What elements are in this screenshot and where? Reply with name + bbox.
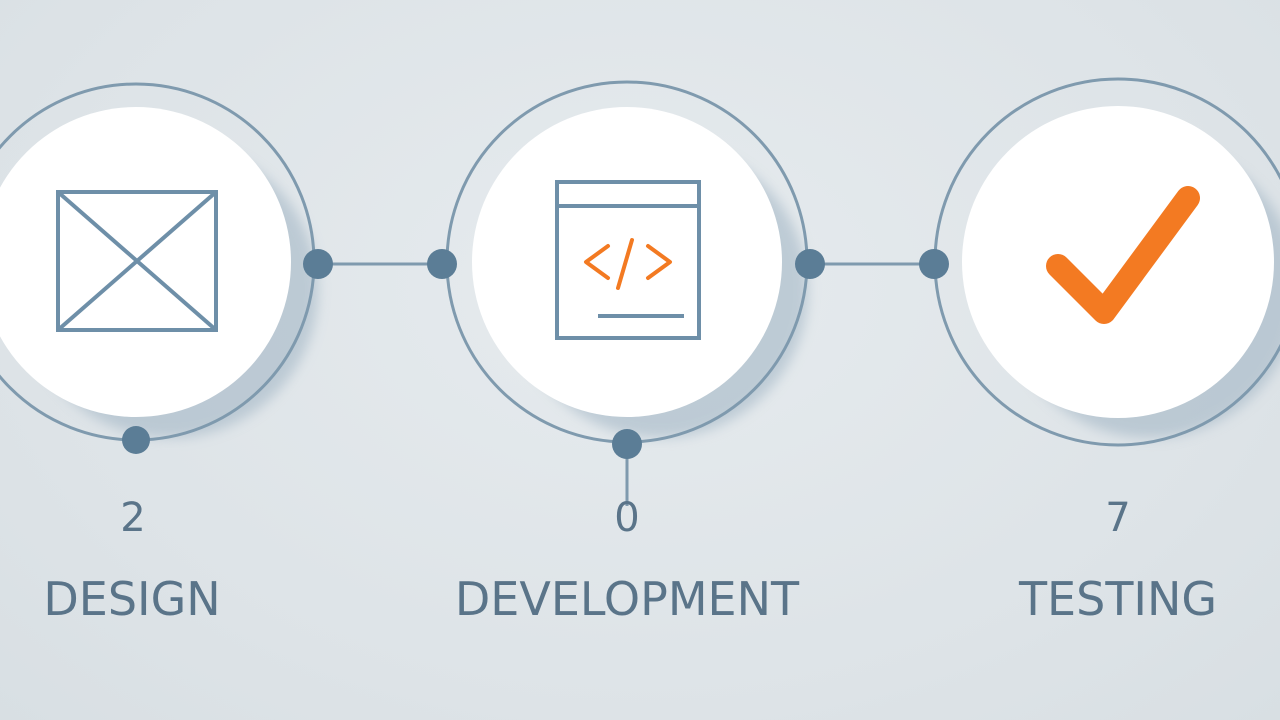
step-testing-node-left (919, 249, 949, 279)
step-design-count: 2 (120, 495, 146, 541)
checkmark-icon (1046, 186, 1200, 324)
wireframe-icon (56, 190, 218, 332)
step-development-count: 0 (614, 495, 640, 541)
step-design-circle (0, 107, 291, 417)
step-design-node-right (303, 249, 333, 279)
code-window-icon (555, 180, 701, 340)
step-design-label: DESIGN (43, 572, 221, 626)
step-testing-label: TESTING (1018, 572, 1218, 626)
step-development-node-right (795, 249, 825, 279)
step-design (0, 82, 333, 454)
step-development-node-left (427, 249, 457, 279)
step-development-node-bottom (612, 429, 642, 459)
step-testing-circle (962, 106, 1274, 418)
step-testing-count: 7 (1105, 495, 1131, 541)
step-testing (919, 77, 1280, 447)
step-design-node-bottom (122, 426, 150, 454)
step-development (427, 80, 825, 459)
step-development-label: DEVELOPMENT (454, 572, 800, 626)
